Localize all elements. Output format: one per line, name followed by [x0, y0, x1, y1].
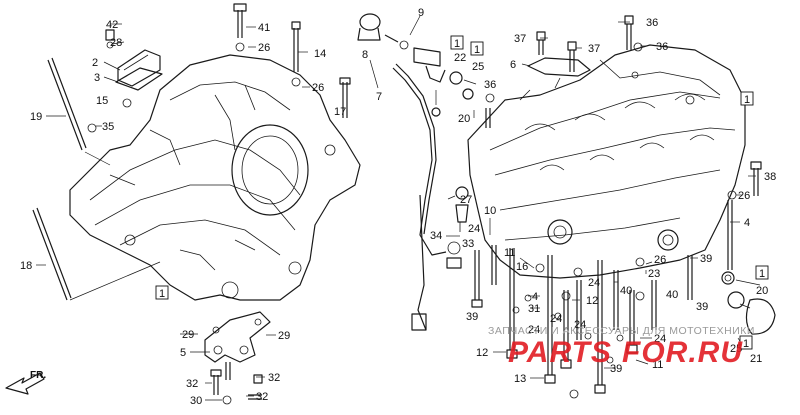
callout-15: 15 — [96, 95, 108, 107]
callout-25b: 25 — [730, 343, 742, 355]
callout-20b: 20 — [756, 285, 768, 297]
callout-24f: 24 — [654, 333, 666, 345]
upper-studs-right — [527, 15, 762, 200]
callout-24d: 24 — [528, 324, 540, 336]
callout-5: 5 — [180, 347, 186, 359]
callout-1c: 1 — [474, 44, 480, 56]
watermark-logo-right: FOR.RU — [622, 336, 743, 369]
callout-13: 13 — [514, 373, 526, 385]
callout-26d: 26 — [654, 254, 666, 266]
callout-labels: 42 28 2 3 15 19 35 41 26 14 26 18 1 29 2… — [20, 7, 776, 407]
callout-1e: 1 — [759, 268, 765, 280]
callout-1d: 1 — [744, 94, 750, 106]
callout-35: 35 — [102, 121, 114, 133]
callout-42: 42 — [106, 19, 118, 31]
callout-14: 14 — [314, 48, 326, 60]
upper-crankcase — [467, 44, 746, 279]
callout-1a: 1 — [159, 288, 165, 300]
callout-24a: 24 — [468, 223, 480, 235]
callout-4b: 4 — [532, 291, 538, 303]
reference-boxes — [155, 35, 769, 350]
callout-22: 22 — [454, 52, 466, 64]
callout-24c: 24 — [550, 313, 562, 325]
lower-crankcase — [69, 54, 361, 301]
callout-30: 30 — [190, 395, 202, 407]
callout-2: 2 — [92, 57, 98, 69]
callout-26c: 26 — [738, 190, 750, 202]
callout-36a: 36 — [484, 79, 496, 91]
callout-16: 16 — [516, 261, 528, 273]
callout-31: 31 — [528, 303, 540, 315]
callout-32b: 32 — [268, 372, 280, 384]
callout-7: 7 — [376, 91, 382, 103]
leader-lines — [36, 15, 761, 401]
callout-34: 34 — [430, 230, 442, 242]
callout-41: 41 — [258, 22, 270, 34]
callout-19: 19 — [30, 111, 42, 123]
callout-38: 38 — [764, 171, 776, 183]
oil-pressure-parts — [357, 13, 495, 331]
front-arrow-icon — [5, 372, 45, 395]
watermark-logo-left: PARTS — [508, 336, 612, 369]
callout-27: 27 — [460, 194, 472, 206]
callout-36c: 36 — [656, 41, 668, 53]
watermark-caption: ЗАПЧАСТИ И АКСЕССУАРЫ ДЛЯ МОТОТЕХНИКИ — [488, 325, 755, 337]
callout-39c: 39 — [696, 301, 708, 313]
callout-25: 25 — [472, 61, 484, 73]
stud-bolts — [32, 57, 161, 301]
callout-21: 21 — [750, 353, 762, 365]
front-arrow-label: FR. — [30, 370, 46, 381]
callout-11: 11 — [504, 247, 515, 259]
callout-26a: 26 — [258, 42, 270, 54]
oil-sensor — [446, 186, 469, 269]
callout-37b: 37 — [588, 43, 600, 55]
callout-28: 28 — [110, 37, 122, 49]
callout-17: 17 — [334, 106, 346, 118]
bracket-assembly — [204, 311, 271, 405]
callout-37a: 37 — [514, 33, 526, 45]
callout-6: 6 — [510, 59, 516, 71]
callout-39d: 39 — [610, 363, 622, 375]
callout-1b: 1 — [454, 38, 460, 50]
callout-20: 20 — [458, 113, 470, 125]
callout-40b: 40 — [666, 289, 678, 301]
callout-36b: 36 — [646, 17, 658, 29]
callout-4a: 4 — [744, 217, 750, 229]
callout-26b: 26 — [312, 82, 324, 94]
callout-24e: 24 — [574, 319, 586, 331]
callout-29a: 29 — [182, 329, 194, 341]
callout-24b: 24 — [588, 277, 600, 289]
upper-bolts-left — [87, 3, 351, 133]
callout-32c: 32 — [256, 391, 268, 403]
watermark: ЗАПЧАСТИ И АКСЕССУАРЫ ДЛЯ МОТОТЕХНИКИ PA… — [488, 325, 755, 369]
callout-10: 10 — [484, 205, 496, 217]
front-direction-arrow: FR. — [5, 370, 46, 395]
callout-32a: 32 — [186, 378, 198, 390]
callout-23: 23 — [648, 268, 660, 280]
callout-12b: 12 — [476, 347, 488, 359]
callout-29b: 29 — [278, 330, 290, 342]
callout-33: 33 — [462, 238, 474, 250]
callout-18: 18 — [20, 260, 32, 272]
callout-12a: 12 — [586, 295, 598, 307]
callout-11b: 11 — [652, 359, 663, 371]
callout-39a: 39 — [466, 311, 478, 323]
callout-8: 8 — [362, 49, 368, 61]
callout-3: 3 — [94, 72, 100, 84]
breather-cover — [105, 29, 163, 108]
oil-filter-bolt — [721, 271, 776, 335]
callout-40a: 40 — [620, 285, 632, 297]
callout-9: 9 — [418, 7, 424, 19]
callout-1f: 1 — [743, 338, 749, 350]
callout-39b: 39 — [700, 253, 712, 265]
lower-bolts-right — [471, 200, 733, 399]
